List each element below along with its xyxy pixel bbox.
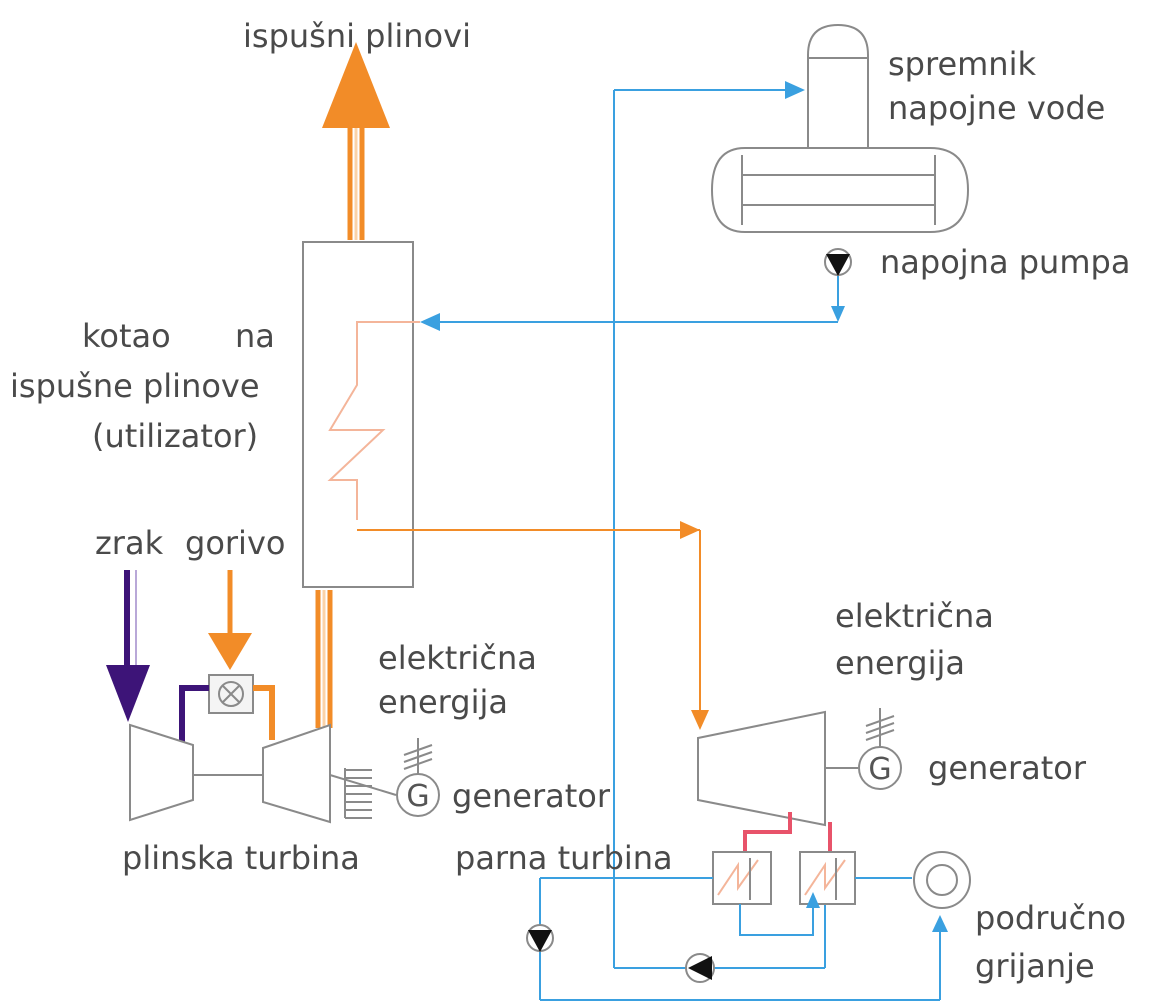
boiler-coil [327,321,420,520]
exhaust-arrow-icon [322,42,390,128]
feedwater-tank-label-2: napojne vode [888,89,1106,127]
generator-left-icon: G [396,738,440,817]
generator-right-symbol: G [868,752,891,787]
air-label: zrak [95,524,164,562]
turbine-exhaust-duct [315,590,333,728]
coupling-grid-icon [344,768,372,819]
electric-energy-left-label-1: električna [378,639,537,677]
district-heating-circuit [539,877,948,1001]
fuel-inlet [208,570,252,670]
heat-exchanger-1 [712,851,772,905]
boiler-label-2: ispušne plinove [10,367,260,405]
generator-left-label: generator [452,777,611,815]
hot-gas-duct [253,685,275,740]
condensate-pump-icon [685,953,715,983]
electric-energy-right-label-2: energija [835,644,965,682]
generator-right-icon: G [858,708,902,790]
exhaust-label: ispušni plinovi [243,17,471,55]
boiler-label-1b: na [235,317,275,355]
feedwater-tank [710,23,970,233]
steam-line [357,521,709,730]
steam-turbine [697,710,858,827]
district-heating-consumer-icon [913,851,971,909]
fuel-arrow-icon [208,633,252,670]
district-heating-label-1: područno [975,899,1127,937]
feedwater-lines [420,81,845,969]
steam-turbine-label: parna turbina [455,839,673,877]
air-duct [179,685,209,745]
feed-pump-icon [824,248,852,276]
boiler-label-1a: kotao [82,317,171,355]
fuel-label: gorivo [185,524,286,562]
heat-recovery-boiler [302,241,414,588]
feedwater-tank-label-1: spremnik [888,45,1036,83]
feed-pump-label: napojna pumpa [880,243,1131,281]
gas-turbine-label: plinska turbina [122,839,360,877]
generator-right-label: generator [928,749,1087,787]
circulation-pump-icon [526,924,554,952]
heat-exchanger-2 [799,851,856,905]
electric-energy-left-label-2: energija [378,683,508,721]
air-inlet [106,570,150,722]
electric-energy-right-label-1: električna [835,597,994,635]
exhaust-stack [322,42,390,240]
generator-left-symbol: G [406,779,429,814]
combustion-chamber [208,674,254,714]
gas-turbine [129,723,397,824]
air-arrow-icon [106,665,150,722]
district-heating-label-2: grijanje [975,947,1095,985]
boiler-label-3: (utilizator) [92,417,259,455]
extraction-lines [743,812,832,852]
